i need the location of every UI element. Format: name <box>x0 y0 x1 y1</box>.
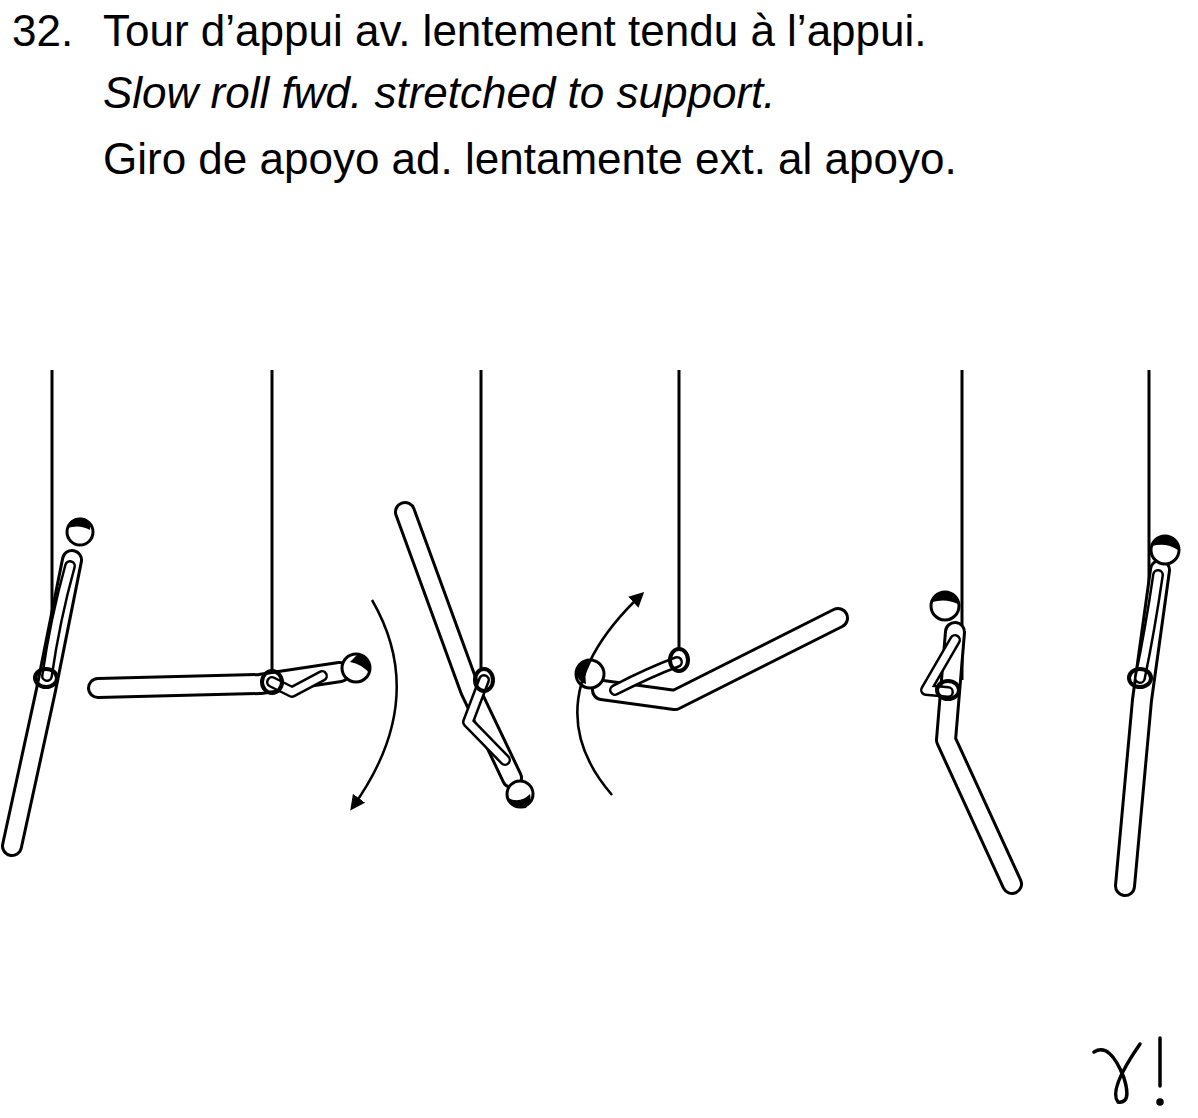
scribble-mark <box>1094 1038 1162 1104</box>
head <box>67 519 1179 807</box>
hair <box>67 518 1178 809</box>
rope <box>52 370 1149 680</box>
translation-text: Slow roll fwd. stretched to support. <box>103 68 776 118</box>
translation-text: Giro de apoyo ad. lentamente ext. al apo… <box>103 134 957 184</box>
gymnast-figure <box>12 512 1160 886</box>
motion-arrow <box>352 594 642 808</box>
title-text: Tour d’appui av. lentement tendu à l’app… <box>103 6 927 56</box>
item-number: 32. <box>12 6 73 56</box>
